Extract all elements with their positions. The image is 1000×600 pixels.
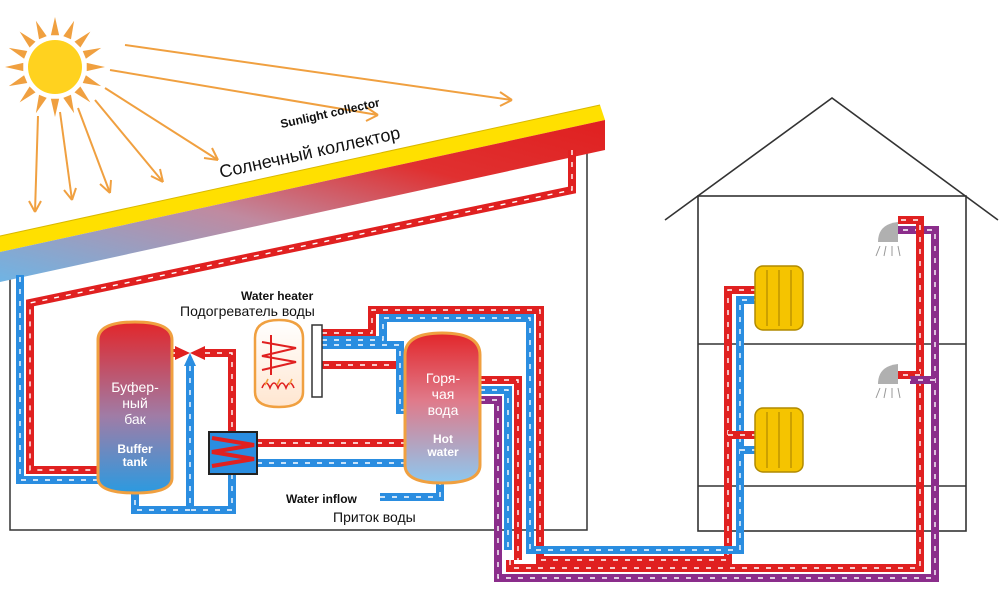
hot-water-label-en-2: water	[427, 445, 459, 459]
buffer-tank-label-ru-3: бак	[124, 411, 146, 427]
water-heater-icon	[253, 318, 323, 409]
sun-ray	[5, 62, 24, 72]
sun-ray	[8, 47, 28, 59]
water-inflow-pipe-flow	[380, 483, 441, 498]
buffer-tank	[96, 320, 174, 495]
sun-ray	[19, 86, 36, 103]
heater-return-pipe	[322, 341, 405, 414]
tank-hot-outlet-pipe-flow	[480, 379, 519, 560]
buffer-tank-label-ru-1: Буфер-	[111, 379, 159, 395]
sun-ray	[74, 86, 91, 103]
sun-ray	[35, 94, 47, 114]
water-heater-label-ru: Подогреватель воды	[180, 303, 315, 319]
radiator-icon-upper	[754, 265, 804, 331]
water-inflow-label-ru: Приток воды	[333, 509, 416, 525]
water-inflow-pipe	[380, 483, 444, 501]
hot-water-label-ru-1: Горя-	[425, 370, 461, 386]
house-supply-pipe-upper-flow	[322, 289, 755, 561]
collector-supply-pipe-flow	[29, 150, 573, 471]
outbuilding	[9, 150, 588, 531]
buffer-tank-label-en-1: Buffer	[117, 442, 153, 456]
house	[664, 97, 999, 532]
exchanger-return-pipe	[190, 474, 236, 514]
sun-ray	[50, 98, 60, 117]
valve-to-exchanger-pipe-flow	[205, 352, 233, 432]
sun-rays-arrows	[28, 44, 513, 213]
sun-ray	[82, 47, 102, 59]
sun-icon	[5, 17, 105, 117]
shower-supply-pipe	[506, 216, 924, 572]
heater-return-pipe-flow	[322, 344, 405, 411]
buffer-bottom-pipe-flow	[134, 366, 191, 511]
solar-collector	[0, 104, 605, 282]
hot-water-label-ru-2: чая	[431, 386, 455, 402]
circulation-pipe-flow	[480, 229, 936, 579]
shower-head-icon-upper	[875, 222, 901, 257]
buffer-tank-label-ru-2: ный	[122, 395, 148, 411]
sun-ray	[82, 75, 102, 87]
exchanger-return-pipe-flow	[190, 474, 233, 511]
collector-return-pipe-flow	[19, 275, 98, 481]
shower-supply-pipe-flow	[509, 219, 921, 569]
sun-ray	[35, 20, 47, 40]
hot-water-label-en-1: Hot	[433, 432, 453, 446]
hot-water-tank	[403, 331, 482, 485]
heat-exchanger-icon	[208, 431, 258, 475]
water-inflow-label-en: Water inflow	[286, 492, 357, 506]
sun-ray	[74, 31, 91, 48]
sun-ray	[63, 94, 75, 114]
pipe-network	[16, 150, 939, 582]
sun-ray	[50, 17, 60, 36]
shower-head-icon-lower	[875, 364, 901, 399]
radiator-icon-lower	[754, 407, 804, 473]
circulation-pipe	[480, 226, 939, 582]
sun-ray	[86, 62, 105, 72]
tank-cold-outlet-pipe-flow	[480, 389, 509, 550]
water-heater-label-en: Water heater	[241, 289, 314, 303]
buffer-tank-label-en-2: tank	[122, 455, 148, 469]
sun-ray	[19, 31, 36, 48]
hot-water-label-ru-3: вода	[427, 402, 459, 418]
sun-ray	[8, 75, 28, 87]
sun-ray	[63, 20, 75, 40]
valve-to-exchanger-pipe	[205, 349, 236, 432]
house-return-pipe-upper-flow	[322, 299, 755, 551]
three-way-valve-icon	[175, 346, 205, 366]
